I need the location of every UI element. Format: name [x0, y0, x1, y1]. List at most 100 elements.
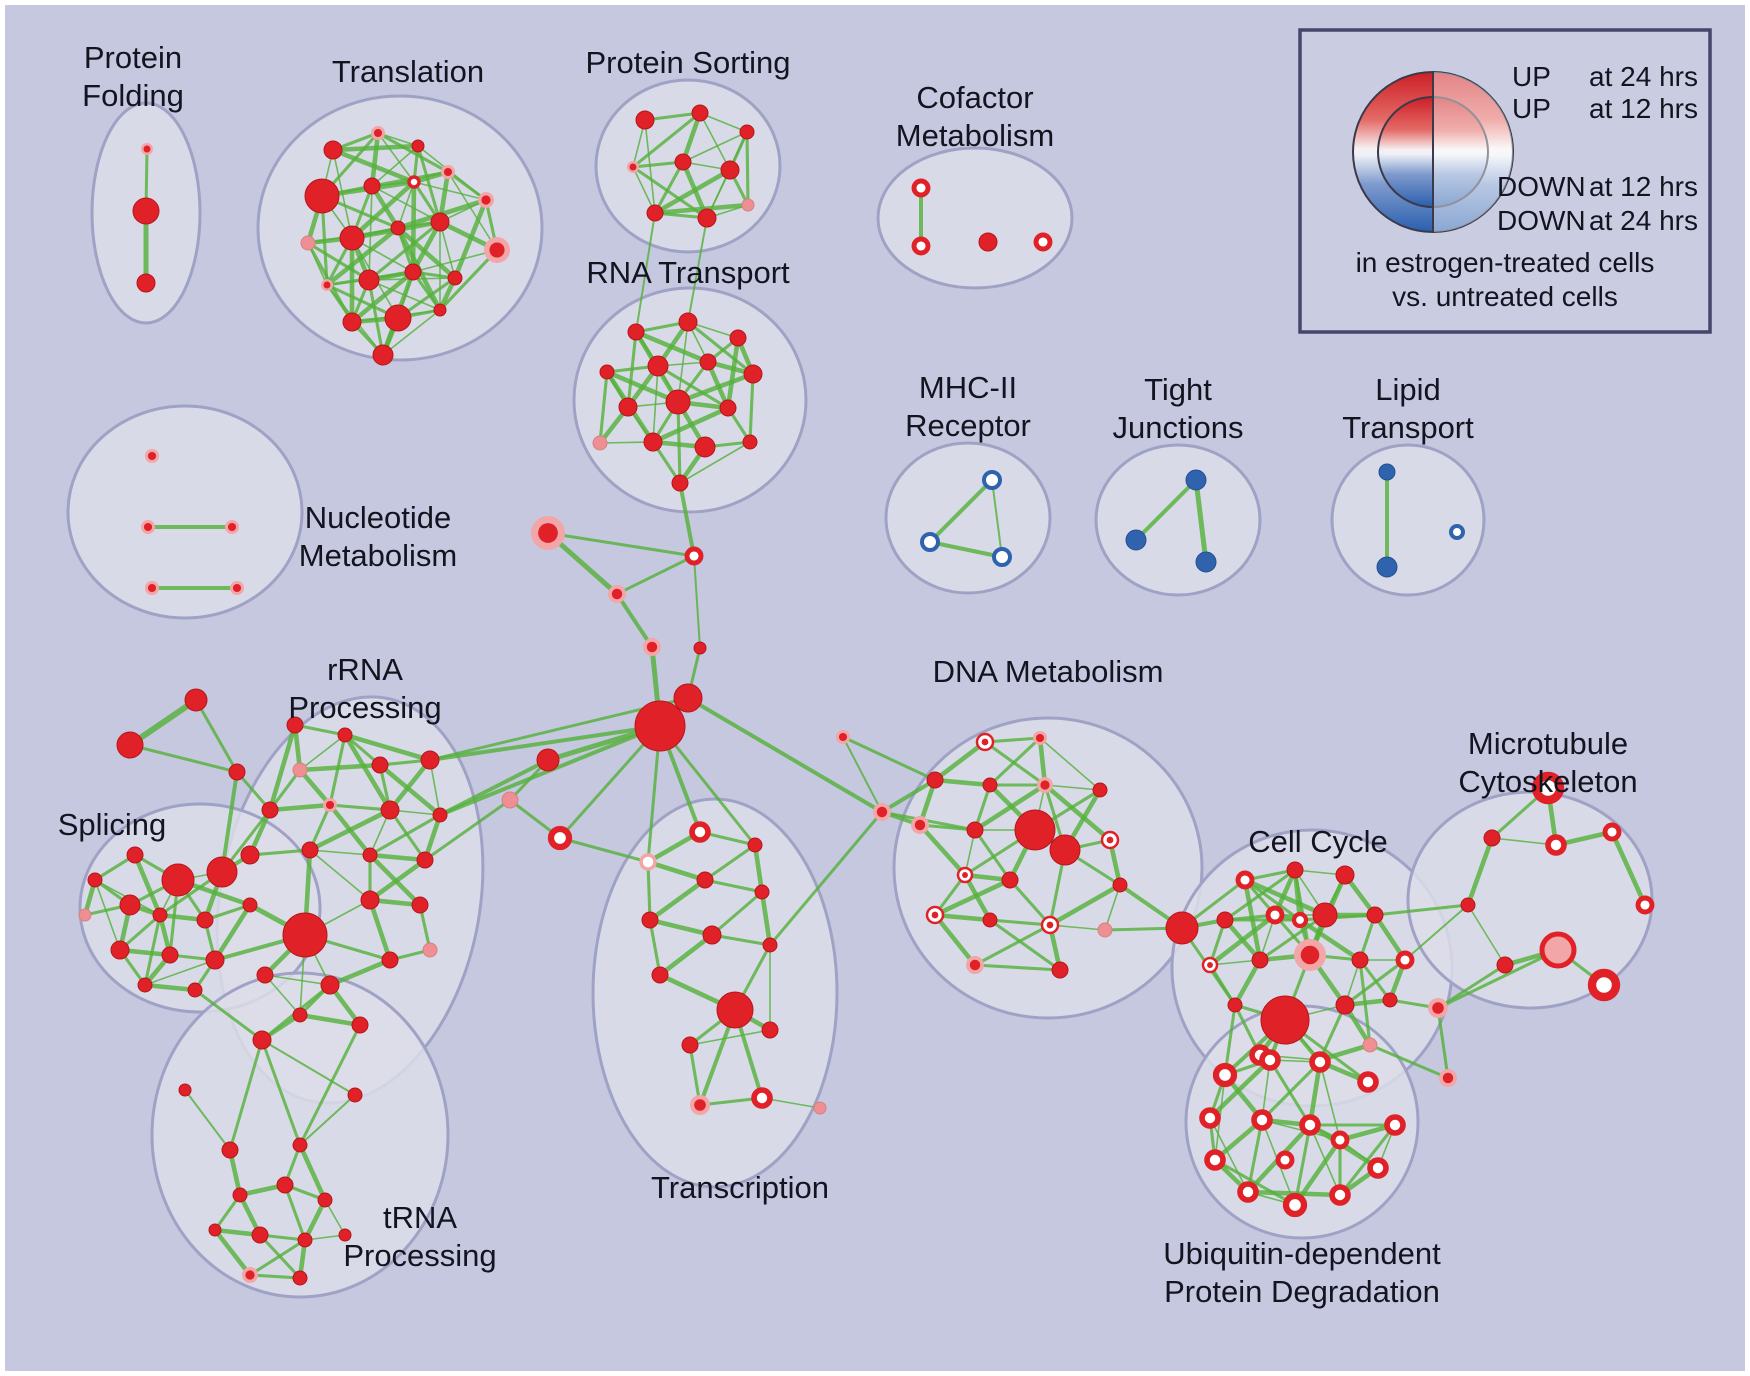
- network-node-red: [360, 890, 380, 910]
- network-node-red: [205, 950, 225, 970]
- network-edge: [376, 131, 450, 174]
- network-edge: [657, 932, 715, 978]
- network-node-halo: [232, 583, 242, 593]
- network-edge: [1260, 1060, 1322, 1122]
- network-edge: [703, 843, 757, 882]
- network-node-halo: [443, 167, 453, 177]
- network-node-red: [116, 731, 144, 759]
- network-node-red: [276, 1176, 294, 1194]
- network-node-red: [242, 897, 258, 913]
- network-edge: [650, 405, 731, 445]
- network-edge: [193, 988, 264, 1042]
- network-node-red: [1216, 911, 1234, 929]
- network-edge: [1609, 829, 1648, 908]
- network-node-red: [430, 212, 450, 232]
- network-edge: [1258, 913, 1327, 962]
- network-edge: [686, 696, 884, 814]
- network-edge: [880, 778, 937, 814]
- network-edge: [377, 762, 443, 818]
- network-node-red: [358, 269, 380, 291]
- network-node-red: [301, 841, 319, 859]
- legend-direction-label: UP: [1512, 61, 1551, 92]
- network-edge: [689, 1029, 771, 1046]
- network-edge: [652, 202, 751, 216]
- network-node-red-ring: [1531, 771, 1565, 805]
- network-node-red: [196, 911, 214, 929]
- legend-direction-label: DOWN: [1497, 171, 1586, 202]
- network-node-red: [1366, 906, 1384, 924]
- network-edge: [367, 220, 442, 282]
- network-node-red-ring: [911, 178, 931, 198]
- network-node-red: [256, 966, 274, 984]
- network-node-red: [228, 763, 246, 781]
- network-edge: [768, 810, 884, 947]
- network-edge: [710, 890, 764, 937]
- network-node-red: [693, 641, 707, 655]
- network-node-red: [339, 225, 365, 251]
- network-edge: [328, 803, 392, 812]
- network-edge: [932, 912, 978, 968]
- network-node-red: [161, 863, 195, 897]
- cluster-label-dna-metabolism: DNA Metabolism: [933, 654, 1164, 689]
- network-nodes: [78, 104, 1655, 1286]
- network-node-red: [252, 1030, 272, 1050]
- network-node-red: [635, 110, 655, 130]
- network-edge: [212, 1227, 253, 1278]
- network-node-red: [126, 846, 144, 864]
- network-node-red-ring: [547, 825, 573, 851]
- network-node-halo: [147, 451, 157, 461]
- network-edge: [1293, 1123, 1312, 1207]
- network-node-red: [371, 756, 389, 774]
- network-edge: [395, 225, 458, 281]
- network-node-red: [665, 389, 691, 415]
- legend-caption: vs. untreated cells: [1392, 281, 1618, 312]
- network-node-red: [292, 1270, 308, 1286]
- cluster-ellipse-lipid-transport: [1330, 443, 1486, 597]
- network-node-halo: [227, 522, 237, 532]
- cluster-label-trna-processing: tRNA: [383, 1200, 457, 1235]
- network-node-red-ring: [1309, 1051, 1331, 1073]
- network-edge: [972, 782, 1048, 833]
- network-edge: [1343, 958, 1407, 1007]
- network-node-bullseye: [1046, 921, 1054, 929]
- network-edge: [413, 181, 487, 201]
- network-node-red: [641, 911, 659, 929]
- cluster-label-ubiquitin-degradation: Ubiquitin-dependent: [1163, 1236, 1441, 1271]
- network-edge: [682, 131, 748, 163]
- network-node-red-ring: [1237, 1181, 1259, 1203]
- network-node-bullseye: [981, 738, 989, 746]
- network-node-halo: [1300, 945, 1320, 965]
- network-node-red: [1227, 997, 1243, 1013]
- network-edge: [710, 933, 772, 947]
- cluster-label-nucleotide-metabolism: Metabolism: [299, 538, 458, 573]
- legend-glyph-fade: [1433, 72, 1513, 232]
- network-node-halo-ring: [1539, 931, 1577, 969]
- cluster-label-splicing: Splicing: [58, 807, 167, 842]
- network-node-red-ring: [1291, 911, 1309, 929]
- network-node-pink-ring: [639, 853, 657, 871]
- network-edge: [367, 278, 385, 357]
- network-edge: [423, 798, 512, 862]
- network-edge: [299, 1094, 356, 1146]
- network-edge: [687, 217, 708, 323]
- network-edge: [1436, 948, 1560, 1010]
- network-edge: [647, 877, 708, 923]
- network-node-pink: [592, 435, 608, 451]
- network-node-red: [747, 837, 763, 853]
- cluster-label-protein-folding: Protein: [84, 40, 182, 75]
- network-edge: [1292, 1137, 1343, 1208]
- network-edge: [1042, 782, 1113, 843]
- network-node-red: [743, 364, 763, 384]
- network-edge: [309, 849, 371, 856]
- network-edge: [745, 130, 750, 207]
- network-node-halo: [481, 195, 491, 205]
- network-node-pink: [741, 198, 755, 212]
- network-node-red: [232, 1187, 248, 1203]
- network-node-red-ring: [1330, 1130, 1350, 1150]
- network-edge: [653, 160, 685, 215]
- network-node-red: [372, 344, 394, 366]
- network-edge: [397, 181, 415, 229]
- network-node-red: [651, 966, 669, 984]
